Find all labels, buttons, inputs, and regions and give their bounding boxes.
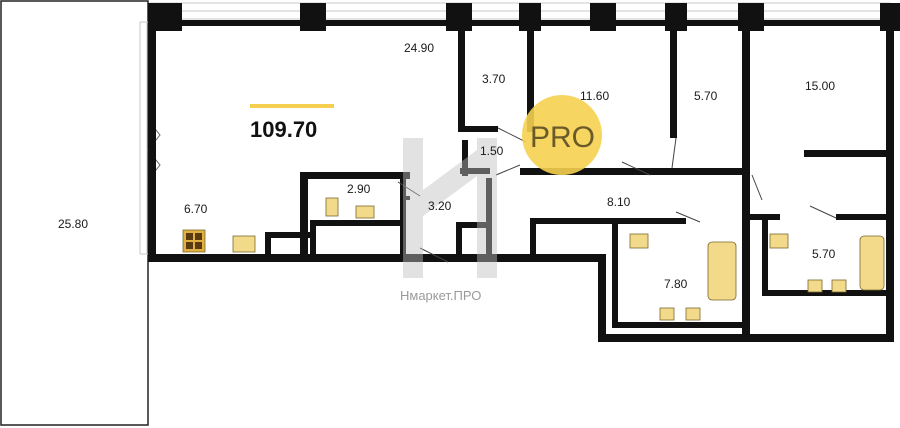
room-area-kitchen-niche: 6.70 xyxy=(184,202,208,216)
balcony-outline xyxy=(0,0,149,426)
sink-icon xyxy=(659,307,675,321)
watermark-logo xyxy=(403,138,497,278)
total-area: 109.70 xyxy=(250,117,317,142)
pro-badge-text: PRO xyxy=(530,121,595,154)
sink-icon xyxy=(232,235,256,253)
bathtub-icon xyxy=(707,241,737,301)
sink-icon xyxy=(831,279,847,293)
room-area-bath-1: 7.80 xyxy=(664,277,688,291)
toilet-icon xyxy=(769,233,789,249)
interior-walls xyxy=(265,26,886,334)
room-area-balcony: 25.80 xyxy=(58,217,88,231)
room-area-bedroom-2: 5.70 xyxy=(694,89,718,103)
plumbing-fixtures xyxy=(182,197,885,321)
room-area-wc: 2.90 xyxy=(347,182,371,196)
sink-icon xyxy=(355,205,375,219)
room-area-corridor: 8.10 xyxy=(607,195,631,209)
total-area-accent xyxy=(250,104,334,108)
bathtub-icon xyxy=(859,235,885,291)
toilet-icon xyxy=(325,197,339,217)
toilet-icon xyxy=(629,233,649,249)
pro-badge xyxy=(522,95,602,175)
room-area-wardrobe: 3.70 xyxy=(482,72,506,86)
watermark-text: Нмаркет.ПРО xyxy=(400,288,481,303)
room-area-pantry: 3.20 xyxy=(428,199,452,213)
room-area-bedroom-1: 11.60 xyxy=(580,89,609,103)
room-area-hall-small: 1.50 xyxy=(480,144,504,158)
room-area-bath-2: 5.70 xyxy=(812,247,836,261)
sink-icon xyxy=(685,307,701,321)
room-area-living: 24.90 xyxy=(404,41,434,55)
stove-burners xyxy=(186,233,202,249)
doors xyxy=(397,127,837,263)
room-area-bedroom-3: 15.00 xyxy=(805,79,835,93)
sink-icon xyxy=(807,279,823,293)
